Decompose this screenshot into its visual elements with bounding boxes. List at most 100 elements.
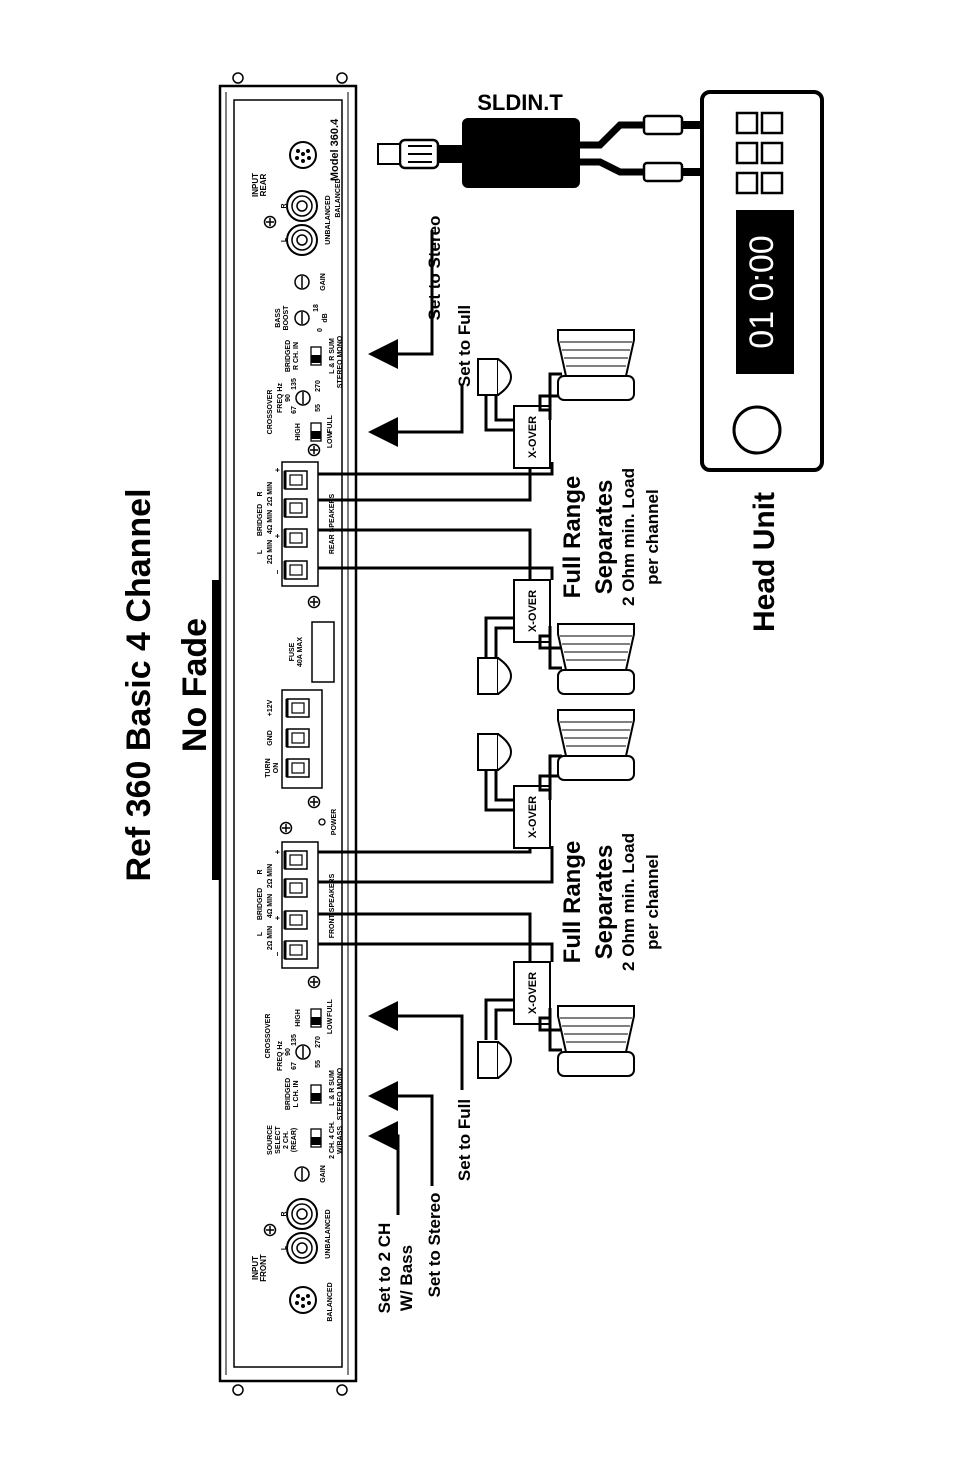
- front-terminal-2: [283, 877, 309, 899]
- front-gain-knob-icon: [294, 1166, 310, 1182]
- xover-label: X-OVER: [527, 416, 539, 458]
- rear-plus-2: +: [273, 533, 282, 538]
- head-unit: 01 0:00: [700, 90, 824, 472]
- xover-label: X-OVER: [527, 972, 539, 1014]
- rear-balanced-din-icon: [289, 141, 317, 169]
- front-f67: 67: [291, 1062, 298, 1070]
- front-f90: 90: [285, 1048, 292, 1056]
- screw-icon: [307, 795, 321, 809]
- front-input-label: INPUT: [251, 1256, 260, 1280]
- front-freq-label: FREQ Hz: [277, 1041, 284, 1071]
- front-input-label-2: FRONT: [259, 1254, 268, 1282]
- bass-boost-label-2: BOOST: [283, 305, 290, 331]
- tweeter-front-2-icon: [477, 1041, 512, 1079]
- rear-minus: –: [273, 569, 282, 574]
- front-min2-a: 2Ω MIN: [267, 864, 274, 888]
- rear-f55: 55: [315, 404, 322, 412]
- front-minus: –: [273, 951, 282, 956]
- fuse-label-2: 40A MAX: [297, 637, 304, 667]
- rear-r-ch-label: R: [257, 491, 264, 496]
- power-led-icon: [318, 818, 326, 826]
- annotation-front-stereo: Set to Stereo: [425, 1193, 444, 1298]
- rear-rca-r-icon: [286, 190, 318, 222]
- front-bridged-switch-icon: [310, 1084, 322, 1104]
- rear-f90: 90: [285, 394, 292, 402]
- front-f55: 55: [315, 1060, 322, 1068]
- rear-hpf-switch-icon: [310, 422, 322, 442]
- front-balanced-label: BALANCED: [327, 1282, 334, 1321]
- front-f135: 135: [291, 1034, 298, 1046]
- rear-speakers-label: REAR SPEAKERS: [329, 494, 336, 555]
- power-gnd-label: GND: [267, 730, 274, 746]
- rear-bridged-label: BRIDGED: [285, 340, 292, 372]
- annotation-2ch-line2: W/ Bass: [397, 1245, 416, 1311]
- front-crossover-knob-icon: [295, 1044, 311, 1060]
- tweeter-rear-2-icon: [477, 657, 512, 695]
- rear-stereo-mono-label: STEREO MONO: [337, 335, 344, 388]
- screw-icon: [279, 821, 293, 835]
- rear-input-label: INPUT: [251, 173, 260, 197]
- front-crossover-label: CROSSOVER: [265, 1014, 272, 1059]
- separates-rear-line3: 2 Ohm min. Load: [619, 468, 638, 606]
- rear-input-label-2: REAR: [259, 173, 268, 196]
- front-rca-r-icon: [286, 1198, 318, 1230]
- separates-front-line2: Separates: [591, 845, 618, 960]
- woofer-rear-1-icon: [557, 329, 635, 401]
- power-turn-label: TURN: [265, 758, 272, 777]
- xover-front-1: X-OVER: [513, 785, 551, 849]
- source-select-label: SOURCE: [267, 1125, 274, 1155]
- rear-terminal-4: [283, 559, 309, 581]
- xover-label: X-OVER: [527, 590, 539, 632]
- front-r-ch-label: R: [257, 869, 264, 874]
- front-hpf-switch-icon: [310, 1008, 322, 1028]
- separates-rear-line1: Full Range: [559, 476, 586, 599]
- tweeter-rear-1-icon: [477, 358, 512, 396]
- rear-low-label: LOW: [327, 431, 334, 448]
- annotation-2ch-line1: Set to 2 CH: [375, 1223, 394, 1314]
- front-stereo-mono-label: STEREO MONO: [337, 1067, 344, 1120]
- bass-boost-knob-icon: [294, 310, 310, 326]
- rear-f67: 67: [291, 406, 298, 414]
- rear-bridged-switch-icon: [310, 346, 322, 366]
- front-balanced-din-icon: [289, 1286, 317, 1314]
- power-12v-label: +12V: [267, 699, 274, 716]
- rear-terminal-1: [283, 469, 309, 491]
- bass-boost-label: BASS: [275, 308, 282, 328]
- front-ground-screw-icon: [263, 1223, 277, 1237]
- xover-label: X-OVER: [527, 796, 539, 838]
- front-gain-label: GAIN: [320, 1165, 327, 1183]
- tweeter-front-1-icon: [477, 733, 512, 771]
- rear-terminal-3: [283, 527, 309, 549]
- power-gnd-terminal: [285, 727, 311, 749]
- head-unit-label: Head Unit: [748, 492, 781, 632]
- separates-front-line1: Full Range: [559, 841, 586, 964]
- power-turnon-terminal: [285, 757, 311, 779]
- rear-full-label: FULL: [327, 414, 334, 433]
- volume-knob-icon: [732, 405, 782, 455]
- front-lr-sum-label: L & R SUM: [329, 1070, 336, 1106]
- woofer-front-2-icon: [557, 1005, 635, 1077]
- screw-icon: [307, 443, 321, 457]
- fuse-holder: [311, 621, 335, 683]
- rear-plus-1: +: [273, 467, 282, 472]
- xover-front-2: X-OVER: [513, 961, 551, 1025]
- front-r-label: R: [281, 1211, 288, 1216]
- woofer-rear-2-icon: [557, 623, 635, 695]
- front-l-label: L: [281, 1245, 288, 1250]
- front-l-ch-label: L: [257, 931, 264, 936]
- head-unit-display-text: 01 0:00: [743, 235, 781, 348]
- rear-crossover-label: CROSSOVER: [267, 390, 274, 435]
- rear-terminal-2: [283, 497, 309, 519]
- front-plus-1: +: [273, 849, 282, 854]
- front-f270: 270: [315, 1036, 322, 1048]
- rear-crossover-knob-icon: [295, 390, 311, 406]
- front-speakers-label: FRONT SPEAKERS: [329, 873, 336, 938]
- rear-min2-a: 2Ω MIN: [267, 482, 274, 506]
- rear-min2-b: 2Ω MIN: [267, 540, 274, 564]
- front-unbalanced-label: UNBALANCED: [325, 1209, 332, 1258]
- woofer-front-1-icon: [557, 709, 635, 781]
- sldin-adapter: [377, 114, 700, 188]
- front-high-label: HIGH: [295, 1009, 302, 1027]
- front-plus-2: +: [273, 915, 282, 920]
